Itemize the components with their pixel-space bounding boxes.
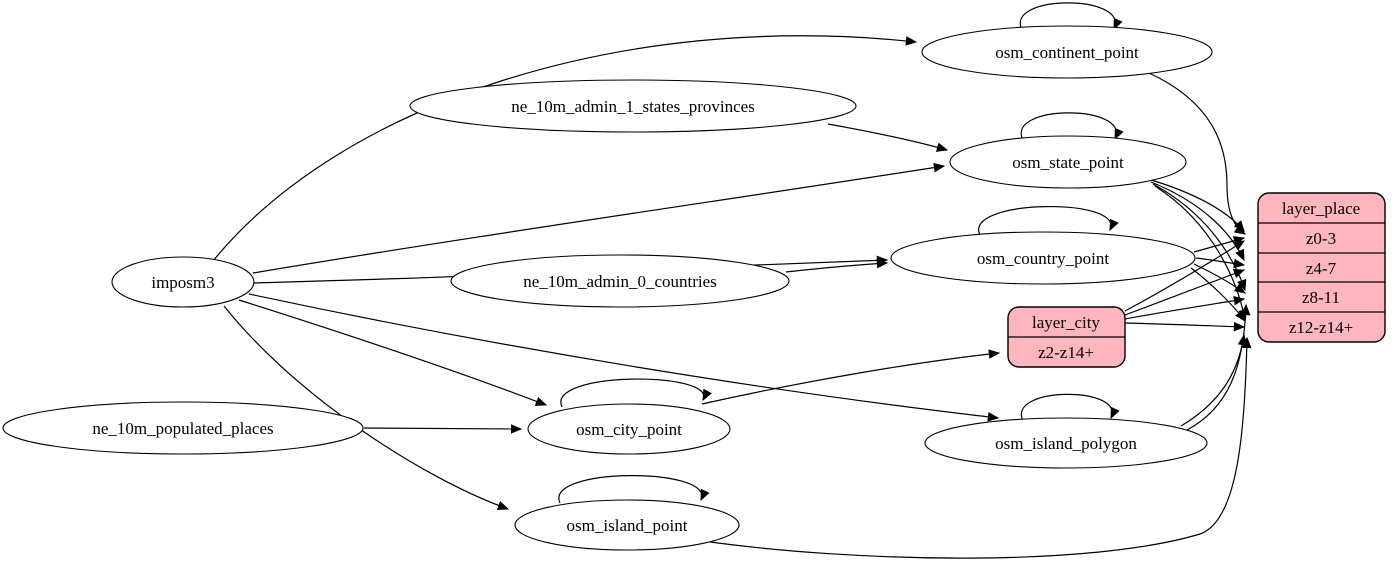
node-osm-state-point: osm_state_point — [949, 135, 1187, 189]
edge-imposm3-osm-island-polygon — [248, 293, 1000, 422]
osm-island-point-ellipse — [514, 499, 740, 551]
edge-self-osm-continent-point — [1019, 2, 1123, 31]
osm-continent-point-label: osm_continent_point — [995, 43, 1139, 62]
layer-place-box — [1257, 192, 1386, 343]
edge-self-osm-city-point — [560, 378, 712, 408]
edge-imposm3-osm-city-point — [238, 299, 548, 406]
layer-place-row-z0-3: z0-3 — [1306, 229, 1336, 248]
edge-osm-island-polygon-layer-place-z12 — [1180, 333, 1248, 427]
ne-10m-populated-places-ellipse — [2, 401, 364, 455]
layer-city-title: layer_city — [1032, 313, 1100, 332]
edge-osm-island-point-layer-place-z12 — [702, 336, 1252, 559]
node-ne-10m-admin-0-countries: ne_10m_admin_0_countries — [450, 254, 790, 308]
node-imposm3: imposm3 — [111, 256, 255, 308]
edge-self-osm-island-point — [558, 475, 710, 504]
edge-self-osm-island-polygon — [1020, 393, 1120, 422]
edge-osm-city-point-layer-city-z2 — [701, 349, 1001, 405]
edge-layer-city-layer-place-z12 — [1124, 321, 1246, 332]
osm-country-point-label: osm_country_point — [977, 249, 1109, 268]
imposm3-label: imposm3 — [151, 273, 214, 292]
edge-osm-state-point-layer-place-z4 — [1150, 181, 1245, 262]
node-osm-continent-point: osm_continent_point — [921, 25, 1213, 79]
edge-osm-state-point-layer-place-z0 — [1147, 178, 1245, 232]
layer-city-row-z2-z14: z2-z14+ — [1038, 343, 1094, 362]
osm-city-point-ellipse — [527, 403, 731, 455]
edge-osm-island-polygon-layer-place-z8 — [1186, 303, 1251, 431]
osm-city-point-label: osm_city_point — [576, 420, 682, 439]
edge-ne-10m-populated-places-osm-city-point — [363, 424, 523, 434]
osm-island-polygon-label: osm_island_polygon — [995, 434, 1137, 453]
osm-island-polygon-ellipse — [924, 417, 1208, 469]
ne-10m-populated-places-label: ne_10m_populated_places — [92, 419, 273, 438]
layer-place-row-z4-7: z4-7 — [1306, 259, 1337, 278]
edge-osm-country-point-layer-place-z0 — [1193, 236, 1246, 253]
node-osm-country-point: osm_country_point — [890, 231, 1196, 285]
node-osm-island-polygon: osm_island_polygon — [924, 417, 1208, 469]
edge-imposm3-osm-continent-point — [212, 35, 918, 262]
layer-place-row-z8-11: z8-11 — [1302, 288, 1340, 307]
ne-10m-admin-1-states-provinces-label: ne_10m_admin_1_states_provinces — [511, 97, 755, 116]
edge-layer-city-layer-place-z8 — [1124, 295, 1246, 320]
node-osm-city-point: osm_city_point — [527, 403, 731, 455]
edge-ne-10m-admin-0-countries-osm-country-point — [785, 258, 889, 273]
node-layer-city: layer_city z2-z14+ — [1007, 306, 1126, 368]
edge-self-osm-country-point — [978, 206, 1119, 236]
edge-osm-country-point-layer-place-z4 — [1195, 257, 1246, 269]
osm-island-point-label: osm_island_point — [567, 516, 688, 535]
edge-self-osm-state-point — [1020, 112, 1124, 141]
edge-ne-10m-admin-1-states-provinces-osm-state-point — [827, 123, 949, 152]
osm-continent-point-ellipse — [921, 25, 1213, 79]
osm-state-point-ellipse — [949, 135, 1187, 189]
edge-osm-country-point-layer-place-z8 — [1193, 263, 1246, 294]
osm-country-point-ellipse — [890, 231, 1196, 285]
osm-state-point-label: osm_state_point — [1012, 153, 1124, 172]
layer-place-title: layer_place — [1282, 199, 1360, 218]
ne-10m-admin-0-countries-ellipse — [450, 254, 790, 308]
node-osm-island-point: osm_island_point — [514, 499, 740, 551]
edge-imposm3-osm-state-point — [252, 162, 946, 274]
edge-osm-state-point-layer-place-z8 — [1152, 183, 1247, 292]
node-ne-10m-admin-1-states-provinces: ne_10m_admin_1_states_provinces — [409, 79, 857, 133]
ne-10m-admin-1-states-provinces-ellipse — [409, 79, 857, 133]
edge-osm-country-point-layer-place-z12 — [1190, 267, 1246, 322]
edge-layer-city-layer-place-z0 — [1124, 240, 1246, 312]
ne-10m-admin-0-countries-label: ne_10m_admin_0_countries — [523, 272, 717, 291]
layer-place-row-z12-z14: z12-z14+ — [1289, 318, 1353, 337]
edge-layer-city-layer-place-z4 — [1124, 269, 1246, 316]
node-layer-place: layer_place z0-3 z4-7 z8-11 z12-z14+ — [1257, 192, 1386, 343]
node-ne-10m-populated-places: ne_10m_populated_places — [2, 401, 364, 455]
imposm3-ellipse — [111, 256, 255, 308]
